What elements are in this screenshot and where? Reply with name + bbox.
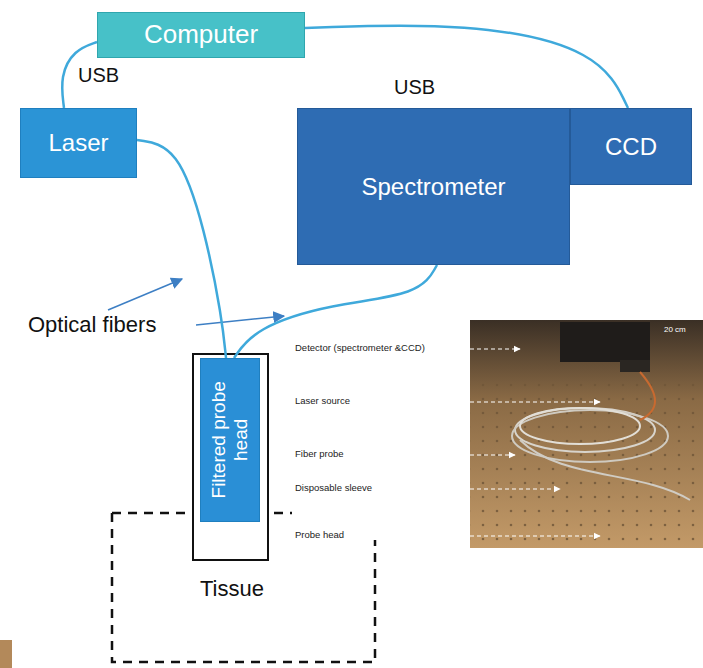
spectrometer-photo [560, 322, 650, 362]
fiber-coil [520, 408, 640, 444]
node-text: Filtered probe head [208, 365, 252, 515]
photo-pointer [470, 401, 600, 402]
photo-label: Laser source [295, 396, 350, 407]
photo-label-panel [288, 320, 470, 548]
tissue-region [112, 513, 375, 662]
node-text: Spectrometer [361, 173, 505, 201]
laser-box: Laser [20, 108, 137, 178]
photo-label: Detector (spectrometer &CCD) [295, 343, 425, 354]
scale-label: 20 cm [664, 325, 686, 334]
computer-box: Computer [97, 12, 305, 58]
orange-fiber [640, 372, 655, 420]
laser-photo [620, 360, 650, 372]
tissue-label: Tissue [200, 576, 264, 601]
fiber-label: Optical fibers [28, 312, 156, 337]
fiber-probe-photo [520, 440, 690, 500]
leader-arrow [196, 316, 284, 325]
setup-photo [288, 320, 703, 548]
connector-label: USB [392, 76, 437, 99]
fiber-connector [305, 26, 628, 108]
leader-arrow [108, 279, 182, 310]
corner-patch [0, 640, 12, 668]
probe-head-box: Filtered probe head [200, 358, 260, 522]
photo-label: Probe head [295, 530, 344, 541]
photo-table [470, 320, 703, 548]
ccd-box: CCD [570, 108, 692, 185]
photo-pointer [470, 348, 520, 349]
node-text: Laser [48, 129, 108, 157]
photo-label: Disposable sleeve [295, 483, 372, 494]
photo-pointer [470, 535, 600, 536]
sleeve-outline [193, 354, 268, 560]
photo-label: Fiber probe [295, 449, 344, 460]
fiber-connector [234, 265, 437, 358]
photo-pointer [470, 488, 560, 489]
spectrometer-box: Spectrometer [297, 108, 570, 265]
node-text: Computer [144, 20, 258, 50]
photo-pointer [470, 454, 515, 455]
connector-label: USB [76, 64, 121, 87]
node-text: CCD [605, 133, 657, 161]
optical-table-holes [470, 380, 703, 548]
